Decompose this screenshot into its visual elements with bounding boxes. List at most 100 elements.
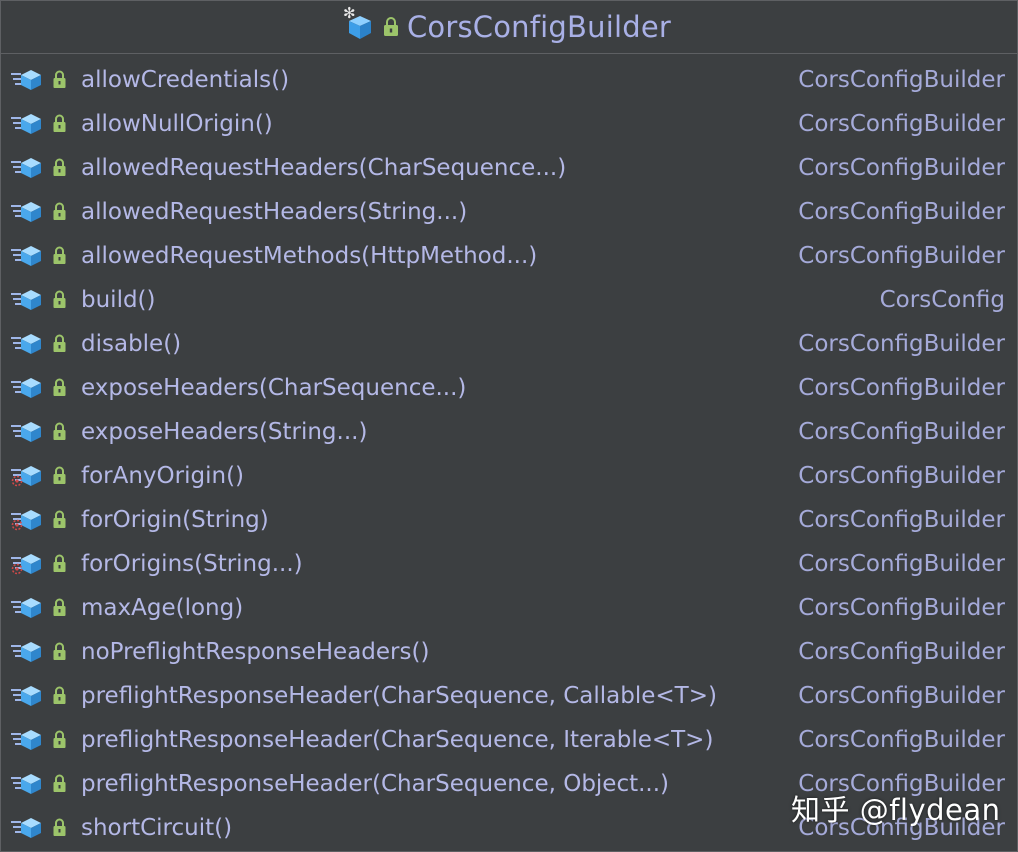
cube-icon	[21, 246, 41, 266]
return-type: CorsConfigBuilder	[798, 551, 1005, 577]
method-icon-group	[10, 597, 70, 619]
method-list-icon	[11, 117, 21, 129]
cube-icon	[21, 818, 41, 838]
method-row[interactable]: disable()CorsConfigBuilder	[1, 322, 1017, 366]
method-row[interactable]: exposeHeaders(String...)CorsConfigBuilde…	[1, 410, 1017, 454]
return-type: CorsConfigBuilder	[798, 419, 1005, 445]
return-type: CorsConfigBuilder	[798, 199, 1005, 225]
snowflake-icon: ✻	[342, 4, 356, 22]
cube-icon	[21, 202, 41, 222]
lock-icon	[53, 774, 66, 792]
cube-icon	[21, 158, 41, 178]
method-row[interactable]: noPreflightResponseHeaders() CorsConfigBu…	[1, 630, 1017, 674]
method-signature: exposeHeaders(CharSequence...)	[81, 375, 467, 401]
method-row[interactable]: forAnyOrigin()CorsConfigBuilder	[1, 454, 1017, 498]
method-row[interactable]: forOrigin(String) CorsConfigBuilder	[1, 498, 1017, 542]
method-list-icon	[11, 161, 21, 173]
cube-icon	[348, 16, 371, 39]
method-icons	[11, 598, 66, 618]
panel-header: ✻ CorsConfigBuilder	[1, 1, 1017, 54]
method-list-icon	[11, 777, 21, 789]
method-signature: forAnyOrigin()	[81, 463, 245, 489]
cube-icon	[21, 290, 41, 310]
return-type: CorsConfigBuilder	[798, 815, 1005, 841]
method-icons	[11, 466, 66, 487]
method-icon-group	[10, 157, 70, 179]
return-type: CorsConfigBuilder	[798, 67, 1005, 93]
cube-icon	[21, 334, 41, 354]
method-icon-group	[10, 421, 70, 443]
method-list-icon	[11, 205, 21, 217]
method-list-icon	[11, 645, 21, 657]
method-icons	[11, 642, 66, 662]
method-signature: preflightResponseHeader(CharSequence, Ob…	[81, 771, 670, 797]
method-row[interactable]: shortCircuit()CorsConfigBuilder	[1, 806, 1017, 850]
method-icons	[11, 334, 66, 354]
cube-icon	[21, 510, 41, 530]
method-icon-group	[10, 509, 70, 531]
cube-icon	[21, 114, 41, 134]
return-type: CorsConfigBuilder	[798, 507, 1005, 533]
cube-icon	[21, 686, 41, 706]
method-row[interactable]: preflightResponseHeader(CharSequence, Ob…	[1, 762, 1017, 806]
method-signature: allowedRequestHeaders(String...)	[81, 199, 468, 225]
method-list-icon	[11, 425, 21, 437]
method-list-icon	[11, 249, 21, 261]
method-icon-group	[10, 377, 70, 399]
lock-icon	[53, 554, 66, 572]
method-list-icon	[11, 293, 21, 305]
method-icon-group	[10, 553, 70, 575]
method-row[interactable]: preflightResponseHeader(CharSequence, It…	[1, 718, 1017, 762]
method-icon-group	[10, 245, 70, 267]
method-row[interactable]: build()CorsConfig	[1, 278, 1017, 322]
cube-icon	[21, 378, 41, 398]
method-icons	[11, 114, 66, 134]
method-icon-group	[10, 201, 70, 223]
method-list-icon	[11, 689, 21, 701]
method-icon-group	[10, 113, 70, 135]
cube-icon	[21, 466, 41, 486]
cube-icon	[21, 70, 41, 90]
return-type: CorsConfigBuilder	[798, 375, 1005, 401]
cube-icon	[21, 598, 41, 618]
lock-icon	[53, 510, 66, 528]
method-row[interactable]: allowedRequestHeaders(CharSequence...)Co…	[1, 146, 1017, 190]
method-row[interactable]: exposeHeaders(CharSequence...) CorsConfig…	[1, 366, 1017, 410]
method-signature: maxAge(long)	[81, 595, 244, 621]
return-type: CorsConfigBuilder	[798, 683, 1005, 709]
method-row[interactable]: allowedRequestMethods(HttpMethod...)Cors…	[1, 234, 1017, 278]
lock-icon	[53, 818, 66, 836]
method-list-icon	[11, 733, 21, 745]
lock-icon	[53, 334, 66, 352]
method-icons	[11, 554, 66, 575]
method-signature: noPreflightResponseHeaders()	[81, 639, 430, 665]
static-marker-icon	[11, 519, 23, 531]
return-type: CorsConfigBuilder	[798, 155, 1005, 181]
method-signature: forOrigin(String)	[81, 507, 269, 533]
method-row[interactable]: allowNullOrigin()CorsConfigBuilder	[1, 102, 1017, 146]
lock-icon	[53, 686, 66, 704]
method-icon-group	[10, 729, 70, 751]
method-row[interactable]: forOrigins(String...)CorsConfigBuilder	[1, 542, 1017, 586]
static-marker-icon	[11, 563, 23, 575]
return-type: CorsConfig	[879, 287, 1005, 313]
lock-icon	[53, 730, 66, 748]
return-type: CorsConfigBuilder	[798, 595, 1005, 621]
method-icon-group	[10, 69, 70, 91]
cube-icon	[21, 422, 41, 442]
method-icon-group	[10, 817, 70, 839]
method-signature: allowCredentials()	[81, 67, 290, 93]
method-row[interactable]: maxAge(long) CorsConfigBuilder	[1, 586, 1017, 630]
method-row[interactable]: allowedRequestHeaders(String...) CorsConf…	[1, 190, 1017, 234]
lock-icon	[53, 290, 66, 308]
method-row[interactable]: preflightResponseHeader(CharSequence, Ca…	[1, 674, 1017, 718]
return-type: CorsConfigBuilder	[798, 771, 1005, 797]
method-icon-group	[10, 289, 70, 311]
method-row[interactable]: allowCredentials() CorsConfigBuilder	[1, 58, 1017, 102]
return-type: CorsConfigBuilder	[798, 639, 1005, 665]
lock-icon	[53, 422, 66, 440]
cube-icon	[21, 642, 41, 662]
method-icons	[11, 730, 66, 750]
